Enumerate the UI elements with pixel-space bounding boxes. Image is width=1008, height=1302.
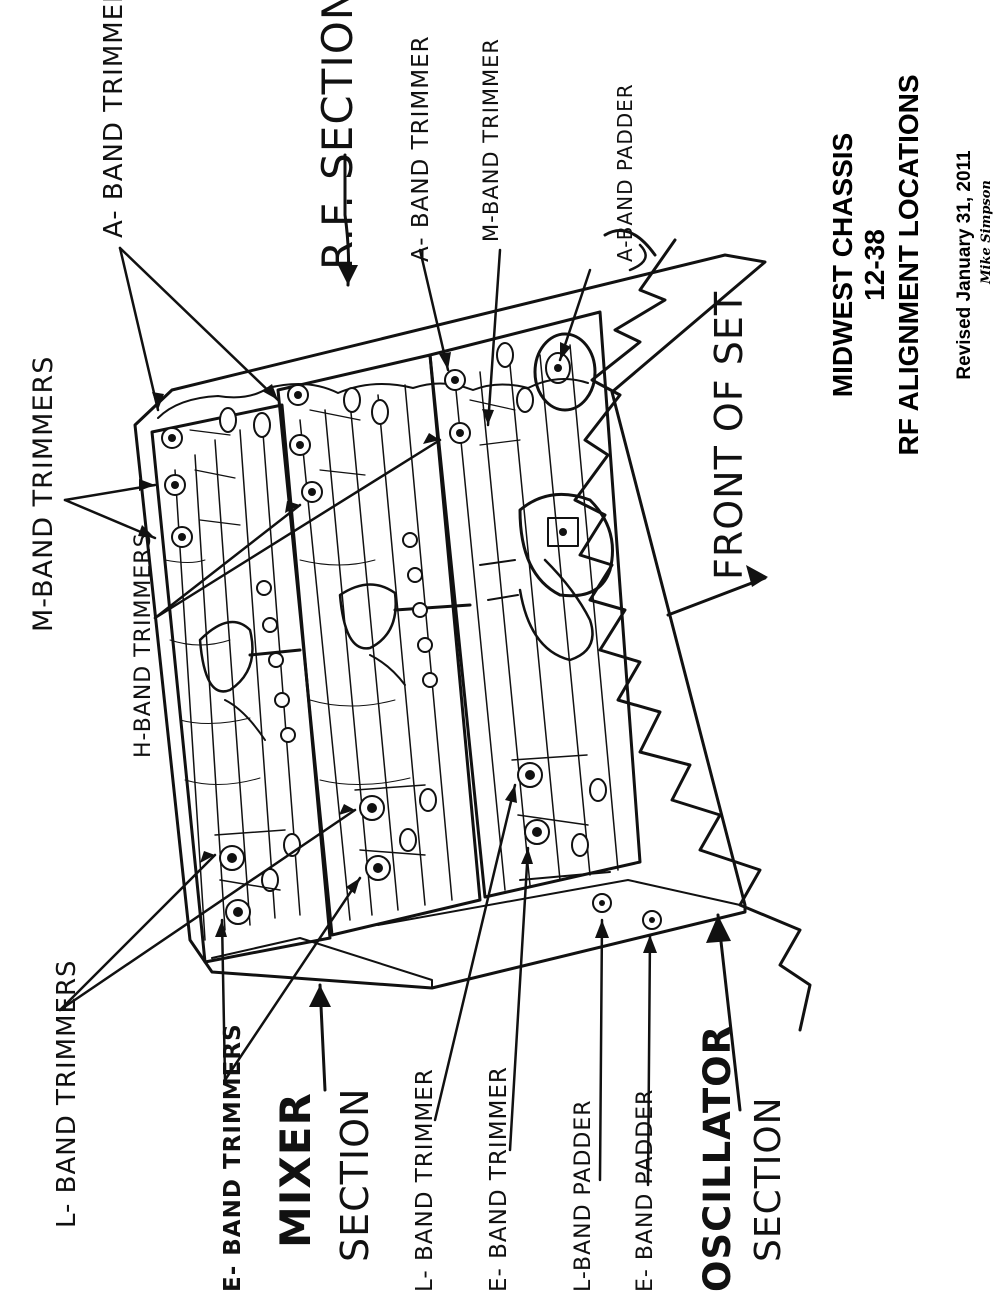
label-l-band-trimmer: L- BAND TRIMMER: [412, 1068, 438, 1292]
revised-date: Revised January 31, 2011: [954, 150, 975, 380]
arrowheads: [138, 265, 768, 1007]
chassis-drawing: [133, 229, 812, 1032]
label-rf-section: R.F. SECTION: [313, 0, 362, 270]
label-l-band-padder: L-BAND PADDER: [571, 1099, 596, 1292]
oscillator-strip: [428, 310, 642, 899]
label-m-band-trimmers: M-BAND TRIMMERS: [28, 356, 59, 632]
title-model: 12-38: [859, 229, 890, 301]
label-m-band-trimmer: M-BAND TRIMMER: [479, 38, 503, 242]
label-oscillator: OSCILLATOR: [696, 1025, 739, 1292]
label-mixer: MIXER: [271, 1092, 320, 1248]
signature: Mike Simpson: [979, 180, 994, 285]
label-h-band-trimmers: H-BAND TRIMMERS: [131, 532, 156, 758]
a-band-padder-disk: [533, 332, 597, 412]
label-mixer-section: SECTION: [333, 1088, 377, 1262]
labels: M-BAND TRIMMERS A- BAND TRIMMERS H-BAND …: [28, 0, 789, 1292]
label-e-band-trimmers: E- BAND TRIMMERS: [220, 1023, 246, 1292]
label-oscillator-section: SECTION: [748, 1096, 789, 1262]
lower-trimmer-clusters: [214, 754, 662, 930]
title-rf-alignment: RF ALIGNMENT LOCATIONS: [893, 74, 924, 455]
label-a-band-trimmers: A- BAND TRIMMERS: [99, 0, 129, 238]
label-a-band-padder: A-BAND PADDER: [613, 83, 637, 262]
label-e-band-padder: E- BAND PADDER: [633, 1089, 658, 1292]
rf-strip: [276, 353, 482, 937]
label-e-band-trimmer: E- BAND TRIMMER: [486, 1066, 512, 1292]
front-zigzag: [573, 229, 812, 1032]
leader-lines: [58, 153, 767, 1187]
title-block: MIDWEST CHASSIS 12-38 RF ALIGNMENT LOCAT…: [827, 74, 994, 455]
top-trimmer-clusters: [157, 342, 589, 548]
label-front-of-set: FRONT OF SET: [707, 291, 751, 580]
label-l-band-trimmers: L- BAND TRIMMERS: [52, 959, 82, 1228]
label-a-band-trimmer: A- BAND TRIMMER: [408, 35, 434, 262]
title-chassis: MIDWEST CHASSIS: [827, 133, 858, 397]
